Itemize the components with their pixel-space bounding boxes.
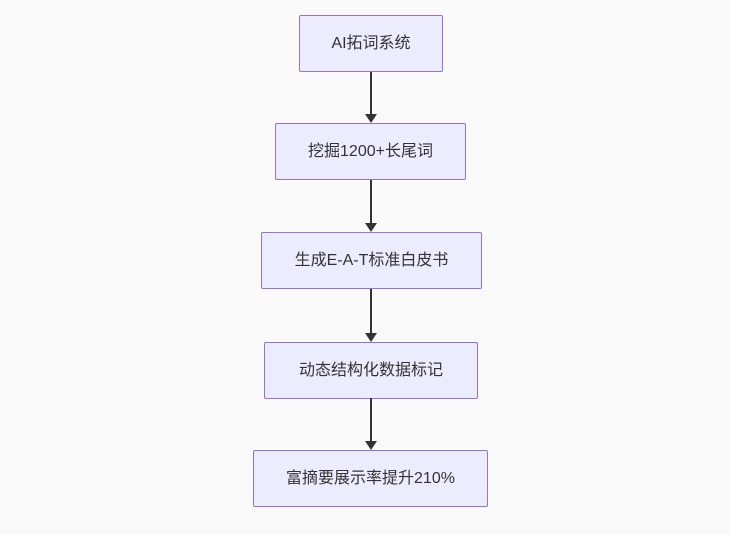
arrowhead-icon	[365, 114, 377, 123]
flow-node-label: 生成E-A-T标准白皮书	[294, 251, 449, 269]
flow-node-rich-snippet-rate: 富摘要展示率提升210%	[253, 450, 488, 507]
arrow-line	[370, 72, 372, 114]
flow-node-structured-data: 动态结构化数据标记	[264, 342, 478, 399]
arrowhead-icon	[365, 441, 377, 450]
flow-arrow	[364, 180, 378, 232]
flow-node-eat-whitepaper: 生成E-A-T标准白皮书	[261, 232, 482, 289]
flow-node-label: 动态结构化数据标记	[298, 361, 443, 379]
flow-arrow	[364, 289, 378, 342]
flow-arrow	[364, 72, 378, 123]
flow-node-label: AI拓词系统	[331, 34, 411, 52]
arrow-line	[370, 289, 372, 333]
arrowhead-icon	[365, 333, 377, 342]
flow-node-label: 富摘要展示率提升210%	[286, 469, 455, 487]
flow-node-label: 挖掘1200+长尾词	[308, 142, 433, 160]
flow-node-ai-keyword-system: AI拓词系统	[299, 15, 443, 72]
flow-node-longtail-mining: 挖掘1200+长尾词	[275, 123, 466, 180]
arrow-line	[370, 398, 372, 441]
arrow-line	[370, 180, 372, 223]
flow-arrow	[364, 398, 378, 450]
arrowhead-icon	[365, 223, 377, 232]
